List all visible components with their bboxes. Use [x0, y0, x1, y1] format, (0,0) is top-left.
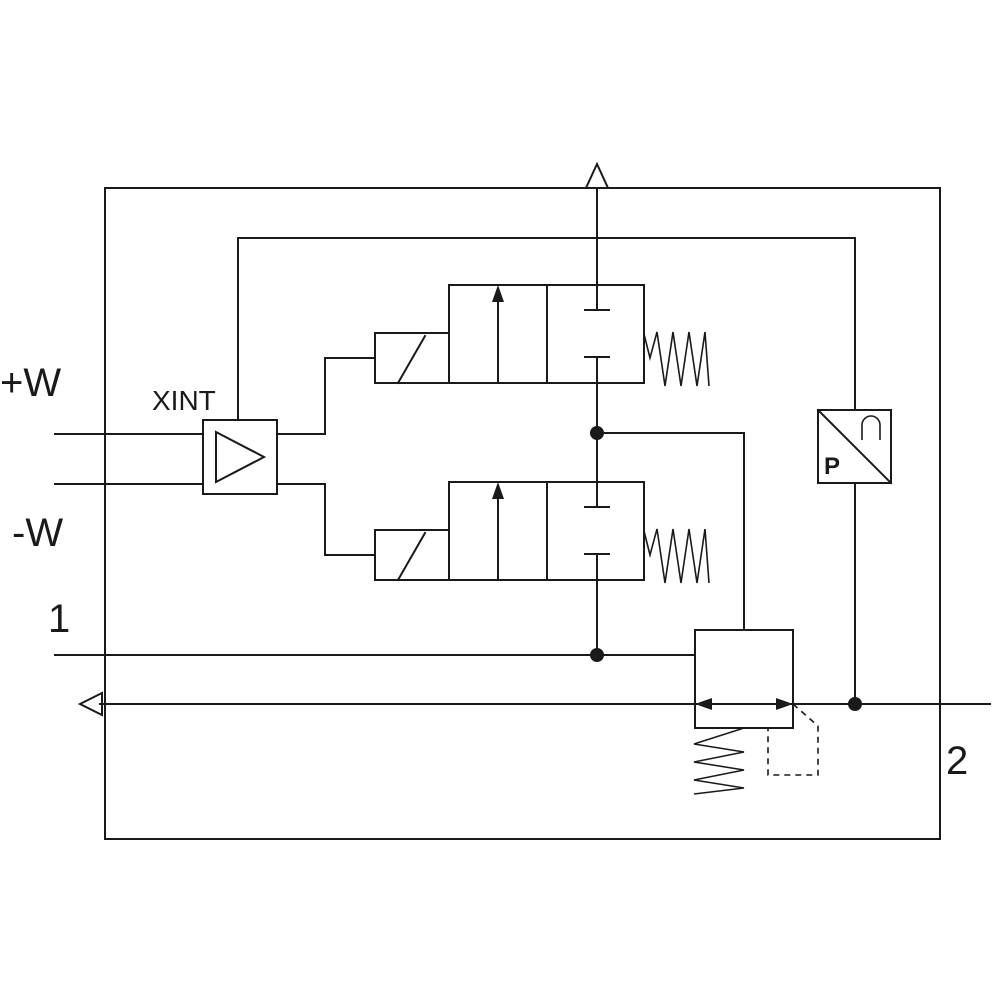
label-plus-w: +W — [0, 361, 61, 405]
junction-dot — [590, 648, 604, 662]
pressure-regulator — [693, 629, 819, 795]
label-port-2: 2 — [946, 739, 968, 783]
label-port-1: 1 — [48, 597, 70, 641]
label-xint: XINT — [152, 385, 216, 416]
solenoid-valve-upper — [374, 284, 710, 387]
top-exhaust-port — [584, 161, 610, 301]
pneumatic-lines — [54, 382, 991, 717]
amplifier-xint — [202, 419, 278, 495]
enclosure-frame — [104, 187, 941, 840]
solenoid-valve-lower — [374, 481, 710, 584]
junction-dot — [590, 426, 604, 440]
signal-wiring — [54, 237, 856, 705]
label-pressure-sensor: P — [824, 453, 840, 480]
junction-dot — [848, 697, 862, 711]
pressure-sensor — [816, 408, 893, 485]
label-minus-w: -W — [12, 511, 63, 555]
